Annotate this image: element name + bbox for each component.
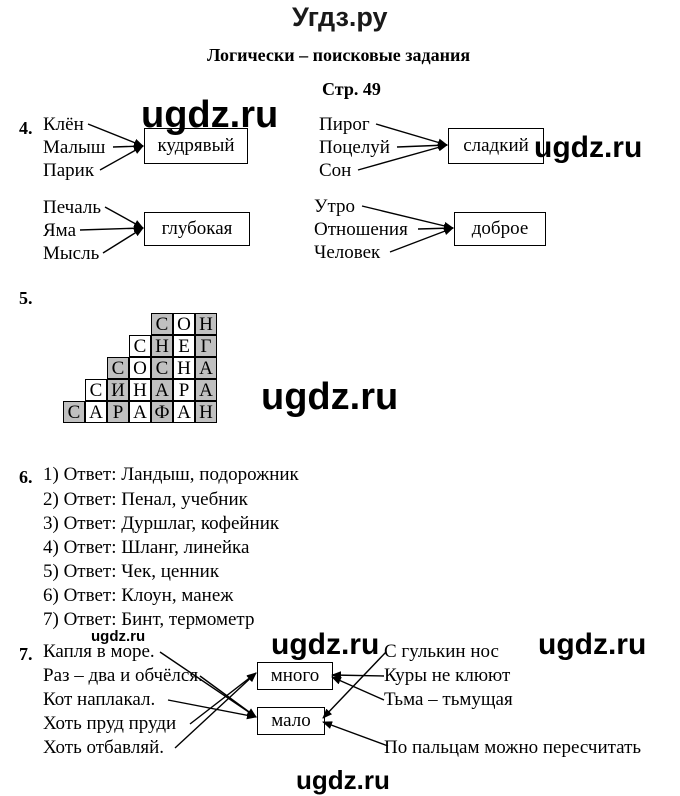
watermark: ugdz.ru (296, 765, 390, 795)
watermark: ugdz.ru (271, 628, 380, 661)
page-label: Стр. 49 (322, 79, 381, 99)
phrase-right: Тьма – тьмущая (384, 689, 513, 710)
task4-number: 4. (19, 118, 33, 138)
watermark: ugdz.ru (534, 131, 643, 164)
task4-word: Утро (314, 196, 355, 217)
task4-word: Человек (314, 242, 381, 263)
phrase-left: Кот наплакал. (43, 689, 156, 710)
grid-cell: А (195, 379, 217, 401)
phrase-left: Раз – два и обчёлся. (43, 665, 203, 686)
task4-word: Пирог (319, 114, 370, 135)
grid-cell: С (151, 313, 173, 335)
section-heading: Логически – поисковые задания (207, 45, 471, 65)
grid-cell: О (173, 313, 195, 335)
task4-word: Парик (43, 160, 95, 181)
watermark: ugdz.ru (538, 628, 647, 661)
grid-cell: О (129, 357, 151, 379)
grid-cell: А (151, 379, 173, 401)
task4-answer-box: доброе (454, 212, 546, 246)
phrase-right: По пальцам можно пересчитать (384, 737, 642, 758)
phrase-right: Куры не клюют (384, 665, 511, 686)
task4-word: Печаль (43, 197, 101, 218)
phrase-left: Хоть отбавляй. (43, 737, 165, 758)
grid-cell: Е (173, 335, 195, 357)
grid-cell: И (107, 379, 129, 401)
task4-word: Мысль (43, 243, 100, 264)
grid-cell: Р (173, 379, 195, 401)
answer-line: 1) Ответ: Ландыш, подорожник (43, 464, 299, 485)
answer-line: 5) Ответ: Чек, ценник (43, 561, 220, 582)
task4-answer-box: кудрявый (144, 128, 248, 164)
answer-box-few: мало (257, 707, 325, 735)
answer-line: 4) Ответ: Шланг, линейка (43, 537, 250, 558)
grid-cell: Н (195, 401, 217, 423)
task5-number: 5. (19, 288, 33, 308)
task4-word: Клён (43, 114, 84, 135)
grid-cell: С (107, 357, 129, 379)
task4-answer-box: сладкий (448, 128, 544, 164)
task6-number: 6. (19, 467, 33, 487)
answer-box-many: много (257, 662, 333, 690)
task4-word: Яма (43, 220, 76, 241)
task4-word: Отношения (314, 219, 408, 240)
answer-line: 7) Ответ: Бинт, термометр (43, 609, 255, 630)
watermark: ugdz.ru (91, 628, 146, 645)
grid-cell: Н (129, 379, 151, 401)
grid-cell: С (85, 379, 107, 401)
grid-cell: А (173, 401, 195, 423)
answer-line: 6) Ответ: Клоун, манеж (43, 585, 234, 606)
watermark: ugdz.ru (261, 376, 399, 418)
task4-word: Сон (319, 160, 352, 181)
phrase-left: Капля в море. (43, 641, 155, 662)
phrase-right: С гулькин нос (384, 641, 499, 662)
phrase-left: Хоть пруд пруди (43, 713, 177, 734)
grid-cell: С (129, 335, 151, 357)
grid-cell: Ф (151, 401, 173, 423)
task4-answer-box: глубокая (144, 212, 250, 246)
task4-word: Поцелуй (319, 137, 390, 158)
grid-cell: Н (151, 335, 173, 357)
grid-cell: С (63, 401, 85, 423)
watermark: ugdz.ru (141, 94, 279, 136)
site-title: Угдз.ру (292, 2, 388, 32)
grid-cell: Н (195, 313, 217, 335)
grid-cell: Р (107, 401, 129, 423)
grid-cell: А (85, 401, 107, 423)
answer-line: 2) Ответ: Пенал, учебник (43, 489, 248, 510)
task7-number: 7. (19, 644, 33, 664)
answer-line: 3) Ответ: Дуршлаг, кофейник (43, 513, 280, 534)
task4-word: Малыш (43, 137, 106, 158)
grid-cell: А (129, 401, 151, 423)
grid-cell: Г (195, 335, 217, 357)
grid-cell: Н (173, 357, 195, 379)
grid-cell: С (151, 357, 173, 379)
grid-cell: А (195, 357, 217, 379)
